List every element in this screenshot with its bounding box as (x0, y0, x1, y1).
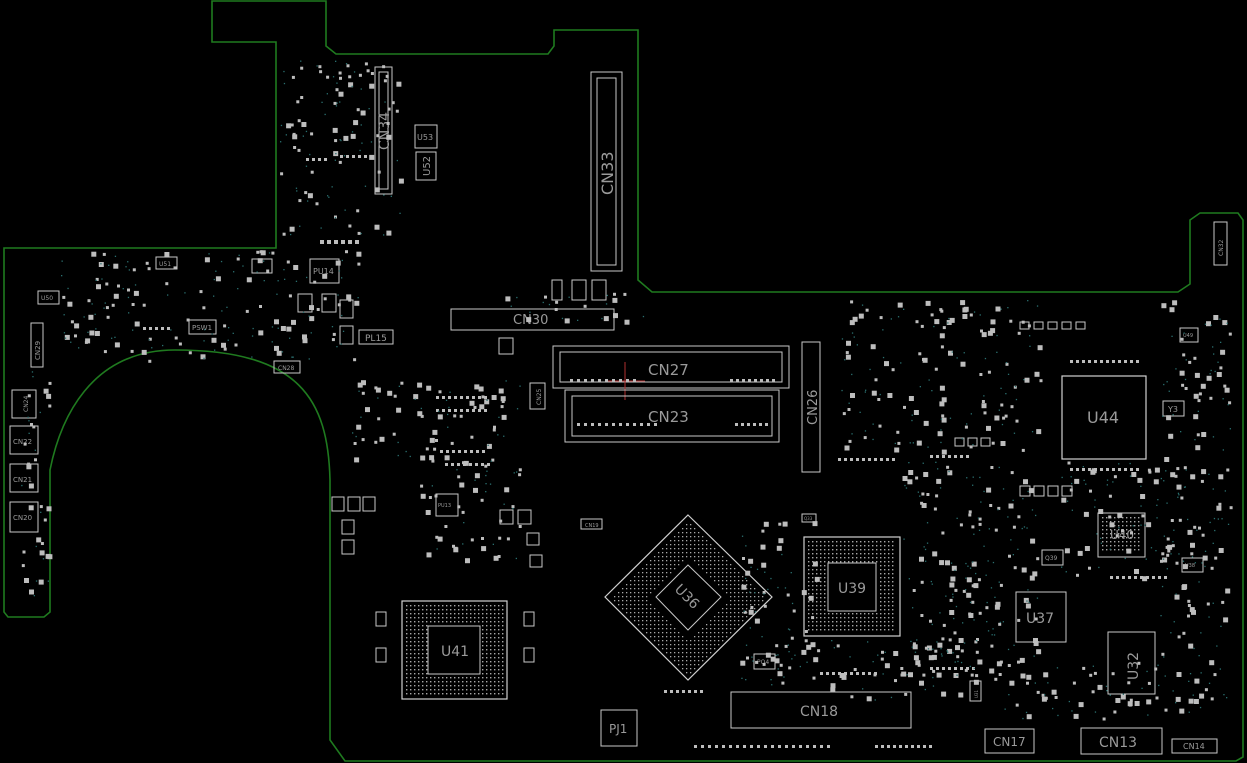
connector-cn29: CN29 (30, 322, 44, 368)
connector-cn23: CN23 (564, 389, 780, 443)
svg-text:CN22: CN22 (13, 438, 32, 446)
svg-text:Q33: Q33 (804, 516, 813, 521)
chip-u38: U38 (1181, 557, 1204, 573)
board-outline (3, 0, 1244, 762)
svg-text:PU14: PU14 (313, 267, 334, 276)
connector-cn27: CN27 (552, 345, 790, 400)
connector-cn26: CN26 (801, 341, 821, 473)
svg-text:PU13: PU13 (438, 503, 451, 509)
inductor-pl15: PL15 (358, 329, 394, 345)
svg-text:Y3: Y3 (1167, 405, 1178, 414)
svg-text:U37: U37 (1026, 611, 1054, 627)
svg-text:PL15: PL15 (365, 334, 387, 344)
svg-text:PQ4: PQ4 (757, 659, 769, 666)
svg-text:U38: U38 (1185, 563, 1195, 569)
svg-text:CN24: CN24 (23, 396, 30, 412)
svg-text:CN28: CN28 (278, 365, 294, 372)
svg-text:U49: U49 (1183, 333, 1193, 339)
pads-layer (21, 62, 1233, 748)
chip-u32: U32 (1107, 631, 1156, 695)
svg-text:U32: U32 (1126, 652, 1142, 680)
connector-cn19: CN19 (580, 518, 603, 530)
svg-text:CN29: CN29 (34, 341, 42, 360)
connector-cn17: CN17 (984, 728, 1035, 754)
connector-cn13: CN13 (1080, 727, 1163, 755)
svg-text:CN21: CN21 (13, 476, 32, 484)
svg-text:CN17: CN17 (993, 735, 1026, 749)
svg-text:CN26: CN26 (806, 390, 821, 425)
chip-pu14: PU14 (309, 258, 340, 284)
svg-text:CN20: CN20 (13, 514, 32, 522)
chip-u40: U40 (1097, 512, 1146, 558)
svg-text:U53: U53 (417, 133, 433, 142)
vias-layer (21, 60, 1231, 720)
transistor-q33: Q33 (801, 513, 817, 523)
transistor-q39: Q39 (1041, 549, 1064, 566)
svg-text:U44: U44 (1087, 408, 1119, 427)
chip-u49: U49 (1179, 327, 1199, 343)
svg-text:U36: U36 (671, 581, 702, 612)
connector-cn18: CN18 (730, 691, 912, 729)
connector-cn30: CN30 (450, 308, 615, 331)
svg-text:CN13: CN13 (1099, 735, 1137, 751)
svg-text:U40: U40 (1110, 528, 1134, 542)
svg-text:CN27: CN27 (648, 361, 689, 379)
connector-cn28: CN28 (273, 360, 301, 374)
connector-cn14: CN14 (1171, 738, 1218, 754)
connector-cn20: CN20 (9, 501, 39, 533)
connector-cn22: CN22 (9, 425, 39, 455)
connector-cn34: CN34 (374, 66, 393, 195)
svg-text:U50: U50 (41, 295, 53, 302)
svg-text:U41: U41 (441, 644, 469, 660)
svg-text:U39: U39 (838, 581, 866, 597)
svg-text:CN25: CN25 (536, 389, 543, 405)
small-components (251, 258, 1086, 663)
svg-text:U52: U52 (422, 156, 433, 176)
svg-text:CN18: CN18 (800, 704, 838, 720)
connector-cn25: CN25 (529, 382, 546, 410)
svg-text:CN32: CN32 (1218, 240, 1225, 256)
chip-pu13: PU13 (435, 493, 459, 517)
svg-text:CN23: CN23 (648, 408, 689, 426)
jack-pj1: PJ1 (600, 709, 638, 747)
svg-text:PSW1: PSW1 (192, 324, 212, 332)
svg-text:CN34: CN34 (377, 112, 393, 150)
chip-u37: U37 (1015, 591, 1067, 643)
svg-text:CN33: CN33 (598, 152, 617, 196)
svg-text:CN14: CN14 (1183, 742, 1205, 751)
svg-text:PJ1: PJ1 (609, 722, 627, 736)
chip-u36: U36 (604, 514, 773, 681)
chip-u39: U39 (803, 536, 901, 637)
chip-u41: U41 (401, 600, 508, 700)
chip-u44: U44 (1061, 375, 1147, 460)
chip-u53: U53 (414, 124, 438, 149)
connector-cn21: CN21 (9, 463, 39, 493)
switch-psw1: PSW1 (188, 319, 217, 335)
connector-cn33: CN33 (590, 71, 623, 272)
connector-cn32: CN32 (1213, 221, 1228, 266)
chip-u52: U52 (415, 151, 437, 181)
chip-u50: U50 (37, 290, 60, 305)
svg-text:Q39: Q39 (1045, 555, 1058, 562)
crystal-y3: Y3 (1162, 400, 1185, 417)
svg-text:U51: U51 (159, 261, 171, 268)
connector-cn24: CN24 (11, 389, 37, 419)
svg-text:CN19: CN19 (585, 523, 599, 529)
svg-text:U31: U31 (974, 690, 979, 698)
